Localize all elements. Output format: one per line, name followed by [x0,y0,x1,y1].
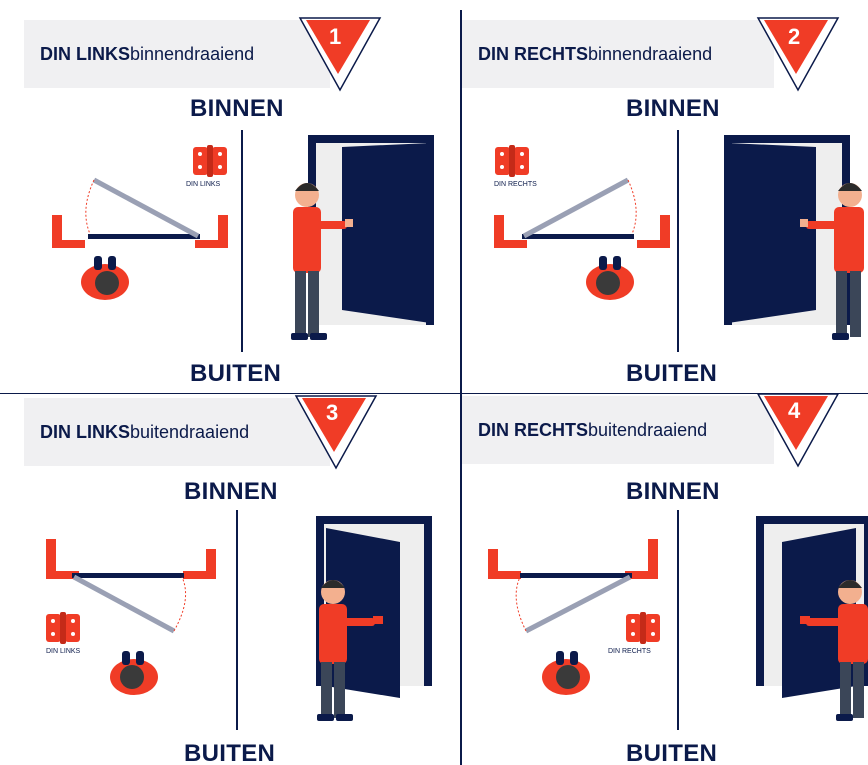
floor-plan-diagram [488,539,658,695]
panel-title-bold: DIN RECHTS [478,43,589,64]
door-illustration [291,135,434,340]
panel-title-rest: buitendraaiend [588,419,708,440]
wall-line [236,510,238,730]
person-top-view [81,256,129,300]
binnen-label: BINNEN [190,95,284,122]
hinge-icon [193,145,227,177]
buiten-label: BUITEN [626,360,718,387]
hinge-icon [495,145,529,177]
person-illustration [291,183,353,340]
panel-number: 1 [329,24,342,49]
panel-title-rest: binnendraaiend [588,43,713,64]
panel-title-rest: buitendraaiend [130,421,250,442]
vertical-divider [460,10,462,765]
floor-plan-diagram [52,177,228,300]
door-illustration [724,135,864,340]
number-badge [298,17,382,92]
binnen-label: BINNEN [626,478,720,505]
number-badge [294,395,378,470]
hinge-caption: DIN LINKS [46,648,81,655]
hinge-caption: DIN LINKS [186,181,221,188]
panel-din-rechts-buitendraaiend: DIN RECHTS buitendraaiend 4 BINNEN BUITE… [462,394,868,765]
panel-number: 4 [788,398,801,423]
wall-line [241,130,243,352]
panel-title: DIN LINKS binnendraaiend [24,20,330,88]
panel-title-bold: DIN LINKS [40,43,130,64]
panel-title-bold: DIN LINKS [40,421,130,442]
number-badge [756,17,840,92]
person-illustration [800,580,868,721]
hinge-icon [626,612,660,644]
person-top-view [110,651,158,695]
hinge-icon [46,612,80,644]
person-top-view [542,651,590,695]
person-illustration [800,183,864,340]
panel-din-links-binnendraaiend: DIN LINKS binnendraaiend 1 BINNEN BUITEN… [0,0,460,393]
person-top-view [586,256,634,300]
panel-title-rest: binnendraaiend [130,43,255,64]
person-illustration [317,580,383,721]
panel-title: DIN LINKS buitendraaiend [24,398,330,466]
buiten-label: BUITEN [190,360,282,387]
panel-number: 3 [326,400,339,425]
binnen-label: BINNEN [626,95,720,122]
panel-din-rechts-binnendraaiend: DIN RECHTS binnendraaiend 2 BINNEN BUITE… [462,0,868,393]
door-illustration [316,516,432,721]
panel-title: DIN RECHTS buitendraaiend [462,396,774,464]
hinge-caption: DIN RECHTS [494,181,537,188]
panel-number: 2 [788,24,801,49]
buiten-label: BUITEN [626,740,718,765]
floor-plan-diagram [494,177,670,300]
panel-din-links-buitendraaiend: DIN LINKS buitendraaiend 3 BINNEN BUITEN… [0,394,460,765]
floor-plan-diagram [46,539,216,695]
horizontal-divider [0,393,868,394]
number-badge [757,394,839,468]
panel-title-bold: DIN RECHTS [478,419,589,440]
door-illustration [756,516,868,721]
hinge-caption: DIN RECHTS [608,648,651,655]
buiten-label: BUITEN [184,740,276,765]
binnen-label: BINNEN [184,478,278,505]
wall-line [677,510,679,730]
panel-title: DIN RECHTS binnendraaiend [462,20,774,88]
wall-line [677,130,679,352]
